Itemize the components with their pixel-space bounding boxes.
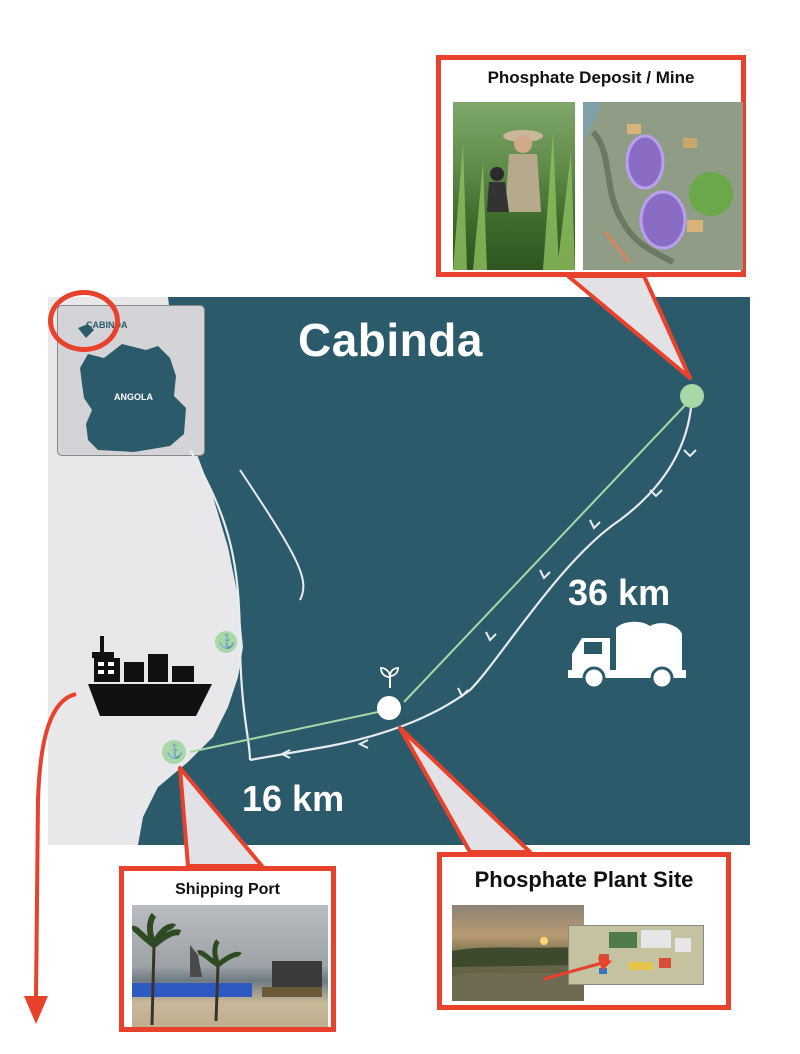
inset-angola-label: ANGOLA [114,392,153,402]
port-callout: Shipping Port [119,866,336,1032]
anchorage-marker [215,631,237,653]
plant-site-render [568,925,704,985]
distance-plant-to-port: 16 km [242,778,345,819]
sprout-icon [378,664,402,690]
anchor-icon: ⚓ [218,633,236,649]
mine-site-plan [583,102,743,270]
truck-icon [568,620,690,690]
mine-field-photo [453,102,575,270]
mine-callout: Phosphate Deposit / Mine [436,55,746,277]
ship-icon [86,628,214,720]
plant-marker [377,696,401,720]
mine-callout-title: Phosphate Deposit / Mine [487,68,695,87]
plant-location-pointer [543,957,612,981]
mine-marker [680,384,704,408]
port-marker [162,740,186,764]
port-callout-title: Shipping Port [175,881,280,898]
port-photo [132,905,328,1027]
anchor-icon: ⚓ [166,743,184,759]
plant-callout-title: Phosphate Plant Site [474,867,694,892]
plant-site-photo [452,905,584,1001]
plant-callout: Phosphate Plant Site [437,852,731,1010]
cabinda-highlight-circle [48,290,120,352]
region-title: Cabinda [298,314,483,366]
distance-mine-to-plant: 36 km [568,572,671,613]
